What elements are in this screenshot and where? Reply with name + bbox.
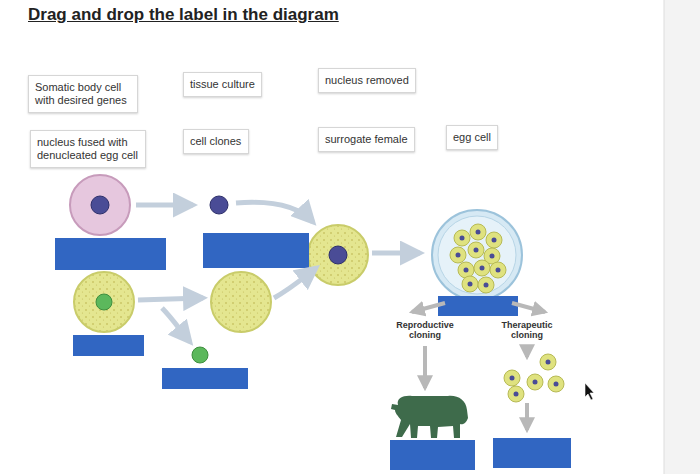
down-arrow — [525, 403, 529, 430]
cell-cluster — [450, 224, 506, 293]
process-arrow — [236, 202, 313, 222]
clone-cell — [486, 232, 502, 248]
egg-cell — [74, 272, 134, 332]
side-strip — [664, 0, 700, 474]
clone-nucleus — [490, 254, 495, 259]
process-arrow — [162, 308, 190, 342]
stem-nucleus — [546, 360, 551, 365]
process-arrow — [372, 251, 420, 256]
branch-arrow — [412, 303, 445, 312]
pig-silhouette — [391, 396, 468, 438]
clone-nucleus — [476, 230, 481, 235]
isolated-nucleus — [210, 196, 228, 214]
page-title: Drag and drop the label in the diagram — [28, 5, 339, 25]
clone-nucleus — [468, 282, 473, 287]
label-chip: Somatic body cell with desired genes — [28, 75, 138, 113]
clone-cell — [470, 224, 486, 240]
clone-nucleus — [492, 238, 497, 243]
chip-text: nucleus removed — [325, 74, 409, 87]
process-arrow — [138, 298, 203, 300]
chip-text: Somatic body cell with desired genes — [35, 81, 131, 107]
label-chip: tissue culture — [183, 72, 262, 97]
stem-cell — [527, 374, 543, 390]
stem-nucleus — [554, 382, 559, 387]
cell-nucleus — [91, 196, 109, 214]
clone-nucleus — [460, 236, 465, 241]
denucleated-egg — [211, 272, 271, 332]
stem-cells — [504, 354, 564, 402]
stem-cell — [548, 376, 564, 392]
label-chip: surrogate female — [318, 127, 415, 152]
fused-cell — [308, 225, 368, 285]
culture-dish-inner — [438, 216, 516, 294]
clone-cell — [478, 277, 494, 293]
label-chip: nucleus removed — [318, 68, 416, 93]
stem-nucleus — [510, 376, 515, 381]
chip-text: cell clones — [190, 135, 242, 148]
chip-text: nucleus fused with denucleated egg cell — [37, 136, 139, 162]
drop-zone — [73, 335, 144, 356]
drop-zone — [438, 296, 518, 316]
mouse-cursor — [585, 383, 594, 400]
clone-cell — [490, 262, 506, 278]
process-arrow — [136, 203, 193, 208]
clone-nucleus — [456, 253, 461, 258]
chip-text: surrogate female — [325, 133, 408, 146]
down-arrow — [525, 346, 529, 357]
egg-nucleus — [96, 294, 112, 310]
clone-nucleus — [480, 266, 485, 271]
process-arrow — [274, 268, 316, 298]
drop-zone — [493, 438, 571, 468]
clone-cell — [458, 262, 474, 278]
label-chip: egg cell — [446, 125, 498, 150]
clone-cell — [468, 242, 484, 258]
clone-cell — [462, 276, 478, 292]
removed-nucleus — [192, 347, 208, 363]
drop-zone — [390, 440, 475, 470]
clone-nucleus — [496, 268, 501, 273]
drop-zone — [55, 238, 166, 270]
clone-nucleus — [484, 283, 489, 288]
stem-cell — [508, 386, 524, 402]
culture-dish — [432, 210, 522, 300]
drop-zone — [162, 368, 248, 389]
stem-nucleus — [514, 392, 519, 397]
clone-cell — [450, 247, 466, 263]
chip-text: egg cell — [453, 131, 491, 144]
down-arrow — [423, 346, 427, 388]
branch-label: Reproductive cloning — [390, 320, 460, 340]
label-chip: nucleus fused with denucleated egg cell — [30, 130, 146, 168]
somatic-cell — [70, 175, 130, 235]
cell-nucleus — [329, 246, 347, 264]
branch-label: Therapeutic cloning — [492, 320, 562, 340]
clone-nucleus — [464, 268, 469, 273]
side-rule — [664, 0, 665, 474]
stem-nucleus — [533, 380, 538, 385]
stem-cell — [504, 370, 520, 386]
clone-nucleus — [474, 248, 479, 253]
label-chip: cell clones — [183, 129, 249, 154]
chip-text: tissue culture — [190, 78, 255, 91]
drop-zone — [203, 233, 309, 268]
clone-cell — [454, 230, 470, 246]
stem-cell — [540, 354, 556, 370]
branch-arrow — [512, 303, 545, 312]
clone-cell — [474, 260, 490, 276]
